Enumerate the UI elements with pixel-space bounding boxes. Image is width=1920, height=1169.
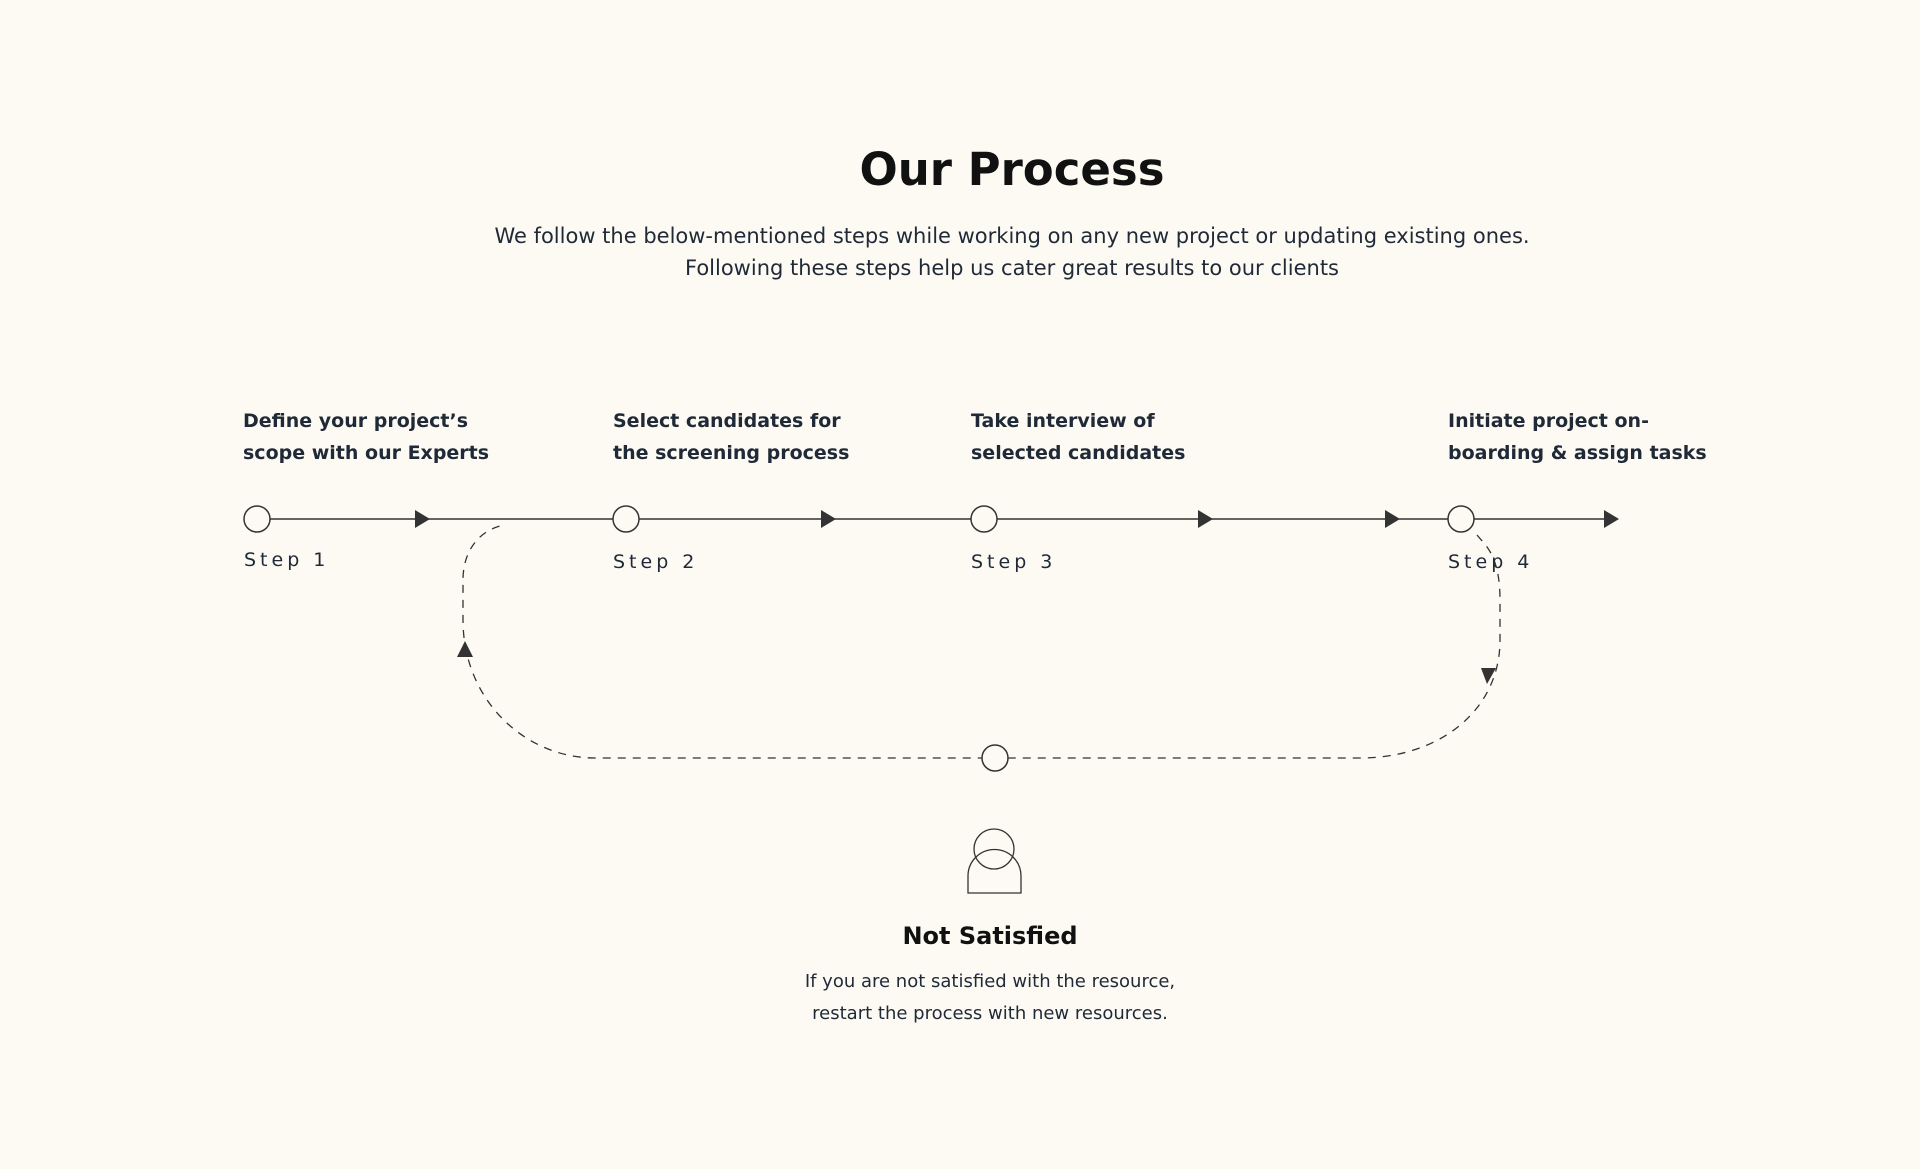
step-2-label: Step 2: [613, 551, 699, 573]
step-1-label: Step 1: [244, 549, 330, 571]
arrow-right-icon: [1385, 510, 1400, 528]
arrow-right-icon: [1198, 510, 1213, 528]
arrow-down-icon: [1481, 668, 1496, 684]
arrow-right-icon: [415, 510, 430, 528]
step-3-label: Step 3: [971, 551, 1057, 573]
arrow-up-icon: [457, 641, 473, 657]
step-4-label: Step 4: [1448, 551, 1534, 573]
step-3-node: [970, 505, 998, 533]
step-2-description: Select candidates for the screening proc…: [613, 410, 850, 464]
step-4-node: [1447, 505, 1475, 533]
loop-node: [981, 744, 1009, 772]
step-3-description: Take interview of selected candidates: [971, 410, 1186, 464]
step-1-node: [243, 505, 271, 533]
step-1-description: Define your project’s scope with our Exp…: [243, 410, 490, 464]
not-satisfied-title: Not Satisfied: [902, 922, 1078, 950]
arrow-right-icon: [1604, 510, 1619, 528]
not-satisfied-text: If you are not satisfied with the resour…: [804, 971, 1176, 1024]
arrow-right-icon: [821, 510, 836, 528]
page-subtitle: We follow the below-mentioned steps whil…: [494, 224, 1530, 280]
step-4-description: Initiate project on-boarding & assign ta…: [1448, 410, 1707, 464]
person-icon: [967, 828, 1022, 894]
step-2-node: [612, 505, 640, 533]
page-title: Our Process: [859, 143, 1165, 196]
